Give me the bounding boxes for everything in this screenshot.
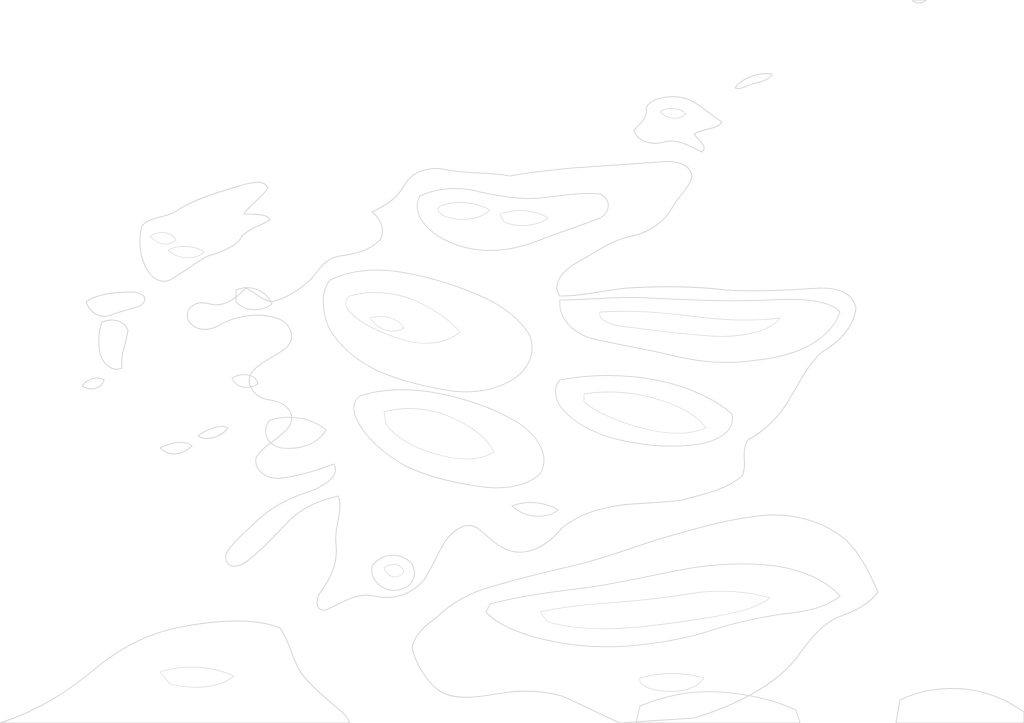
contour-line (231, 374, 259, 388)
island-contour (149, 232, 177, 245)
contour-line (437, 202, 491, 220)
island-outline (633, 96, 723, 153)
island-outline (911, 0, 927, 4)
mainland-scotland (186, 160, 857, 611)
contour-line (499, 210, 549, 226)
loch-outline (371, 554, 415, 591)
island-outline (81, 377, 105, 390)
contour-line (599, 310, 781, 337)
coastline (186, 160, 857, 611)
northern-islands (633, 73, 773, 153)
contour-line (345, 292, 461, 344)
contour-line (416, 188, 609, 251)
island-outline (197, 425, 229, 439)
contour-line (159, 666, 235, 688)
contour-line (583, 391, 707, 434)
contour-line (369, 316, 405, 332)
south-west-landmass (0, 620, 351, 723)
southern-uplands (411, 514, 879, 723)
contour-line (639, 673, 705, 692)
island-outline (139, 181, 271, 282)
contour-line (511, 502, 559, 517)
coastline (411, 514, 879, 723)
coastline (895, 687, 1024, 723)
contour-line (485, 563, 841, 648)
contour-line (555, 375, 734, 447)
island-outline (85, 291, 146, 317)
western-isles (81, 181, 271, 455)
island-outline (98, 319, 129, 370)
coastline (0, 620, 351, 723)
contour-line (539, 590, 771, 630)
north-east-landmass (635, 0, 1024, 723)
contour-line (322, 269, 533, 393)
loch-contour (383, 564, 405, 578)
island-contour (659, 107, 687, 119)
contour-line (635, 691, 801, 723)
island-outline (734, 73, 773, 90)
contour-line (559, 296, 841, 363)
island-contour (167, 245, 205, 259)
contour-line (383, 408, 495, 460)
contour-line (353, 389, 545, 489)
contour-line (235, 287, 273, 311)
island-outline (159, 441, 193, 455)
contour-line (265, 416, 327, 449)
